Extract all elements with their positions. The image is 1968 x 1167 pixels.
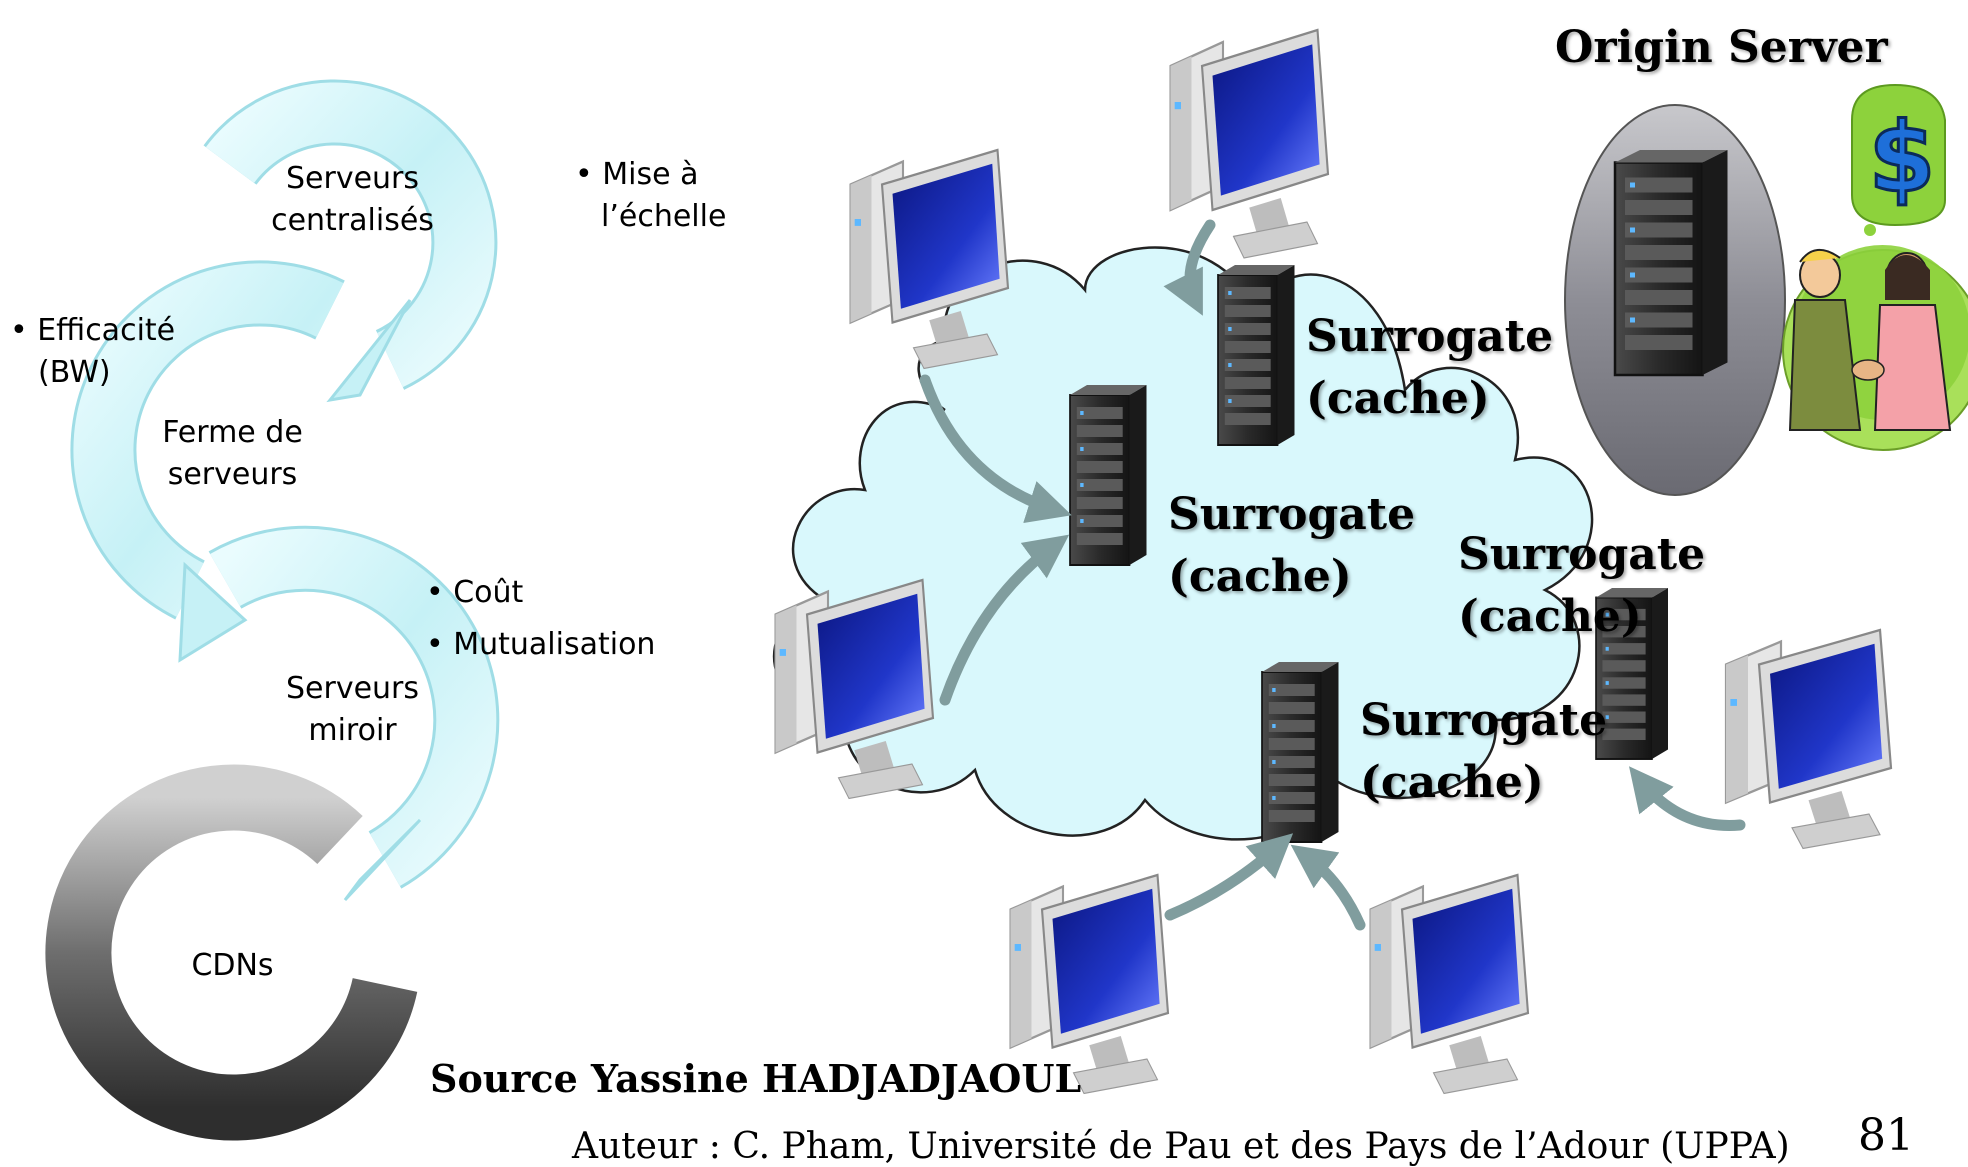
step-farm-line2: serveurs bbox=[167, 457, 298, 492]
page-number: 81 bbox=[1858, 1110, 1914, 1161]
client-computer-icon bbox=[1369, 873, 1530, 1095]
business-handshake-illustration bbox=[1782, 83, 1968, 451]
slide-footer: Auteur : C. Pham, Université de Pau et d… bbox=[572, 1126, 1790, 1167]
ring-centralised-arrowhead bbox=[326, 299, 412, 403]
surrogate-label-line2: (cache) bbox=[1360, 757, 1544, 808]
surrogate-label-center: Surrogate (cache) bbox=[1168, 484, 1415, 608]
step-centralised-line1: Serveurs bbox=[285, 161, 420, 196]
surrogate-label-line2: (cache) bbox=[1458, 591, 1642, 642]
evolution-rings bbox=[45, 79, 500, 1141]
request-arrows bbox=[919, 219, 1746, 931]
surrogate-label-line1: Surrogate bbox=[1168, 489, 1416, 540]
step-mirror-label: Serveurs miroir bbox=[240, 668, 465, 752]
step-centralised-label: Serveurs centralisés bbox=[240, 158, 465, 242]
dollar-icon: $ bbox=[1867, 101, 1937, 216]
bullet-scaling-line2: l’échelle bbox=[601, 199, 727, 234]
bullet-cost: • Coût bbox=[426, 575, 524, 610]
step-cdn-line1: CDNs bbox=[191, 948, 274, 983]
step-farm-line1: Ferme de bbox=[162, 415, 303, 450]
cdn-cloud bbox=[772, 246, 1594, 841]
bullet-efficiency-line1: • Efficacité bbox=[10, 313, 176, 348]
bullet-pooling: • Mutualisation bbox=[426, 627, 656, 662]
bullet-efficiency: • Efficacité (BW) bbox=[10, 310, 175, 394]
surrogate-server-icon bbox=[1069, 384, 1148, 566]
step-mirror-line1: Serveurs bbox=[285, 671, 420, 706]
surrogate-label-bottom: Surrogate (cache) bbox=[1360, 690, 1607, 814]
client-computer-icon bbox=[1169, 28, 1330, 260]
surrogate-server-icon bbox=[1261, 661, 1340, 843]
surrogate-label-right: Surrogate (cache) bbox=[1458, 524, 1705, 648]
bullet-efficiency-line2: (BW) bbox=[38, 355, 111, 390]
surrogate-label-top: Surrogate (cache) bbox=[1306, 306, 1553, 430]
origin-server-title: Origin Server bbox=[1555, 22, 1888, 73]
origin-server-icon bbox=[1613, 148, 1729, 377]
source-credit: Source Yassine HADJADJAOUL bbox=[430, 1056, 1082, 1101]
step-mirror-line2: miroir bbox=[308, 713, 397, 748]
client-computer-icon bbox=[774, 578, 935, 800]
step-cdn-label: CDNs bbox=[120, 945, 345, 987]
client-computer-icon bbox=[849, 148, 1010, 370]
step-centralised-line2: centralisés bbox=[271, 203, 434, 238]
client-computer-icon bbox=[1724, 628, 1893, 850]
surrogate-label-line2: (cache) bbox=[1168, 551, 1352, 602]
ring-cdn bbox=[45, 764, 418, 1141]
step-farm-label: Ferme de serveurs bbox=[120, 412, 345, 496]
surrogate-label-line1: Surrogate bbox=[1458, 529, 1706, 580]
ring-farm-arrowhead bbox=[178, 561, 248, 663]
surrogate-label-line1: Surrogate bbox=[1306, 311, 1554, 362]
bullet-scaling-line1: • Mise à bbox=[575, 157, 699, 192]
ring-mirror-arrowhead bbox=[343, 818, 422, 902]
surrogate-label-line2: (cache) bbox=[1306, 373, 1490, 424]
surrogate-server-icon bbox=[1217, 264, 1296, 446]
surrogate-label-line1: Surrogate bbox=[1360, 695, 1608, 746]
bullet-scaling: • Mise à l’échelle bbox=[575, 154, 726, 238]
